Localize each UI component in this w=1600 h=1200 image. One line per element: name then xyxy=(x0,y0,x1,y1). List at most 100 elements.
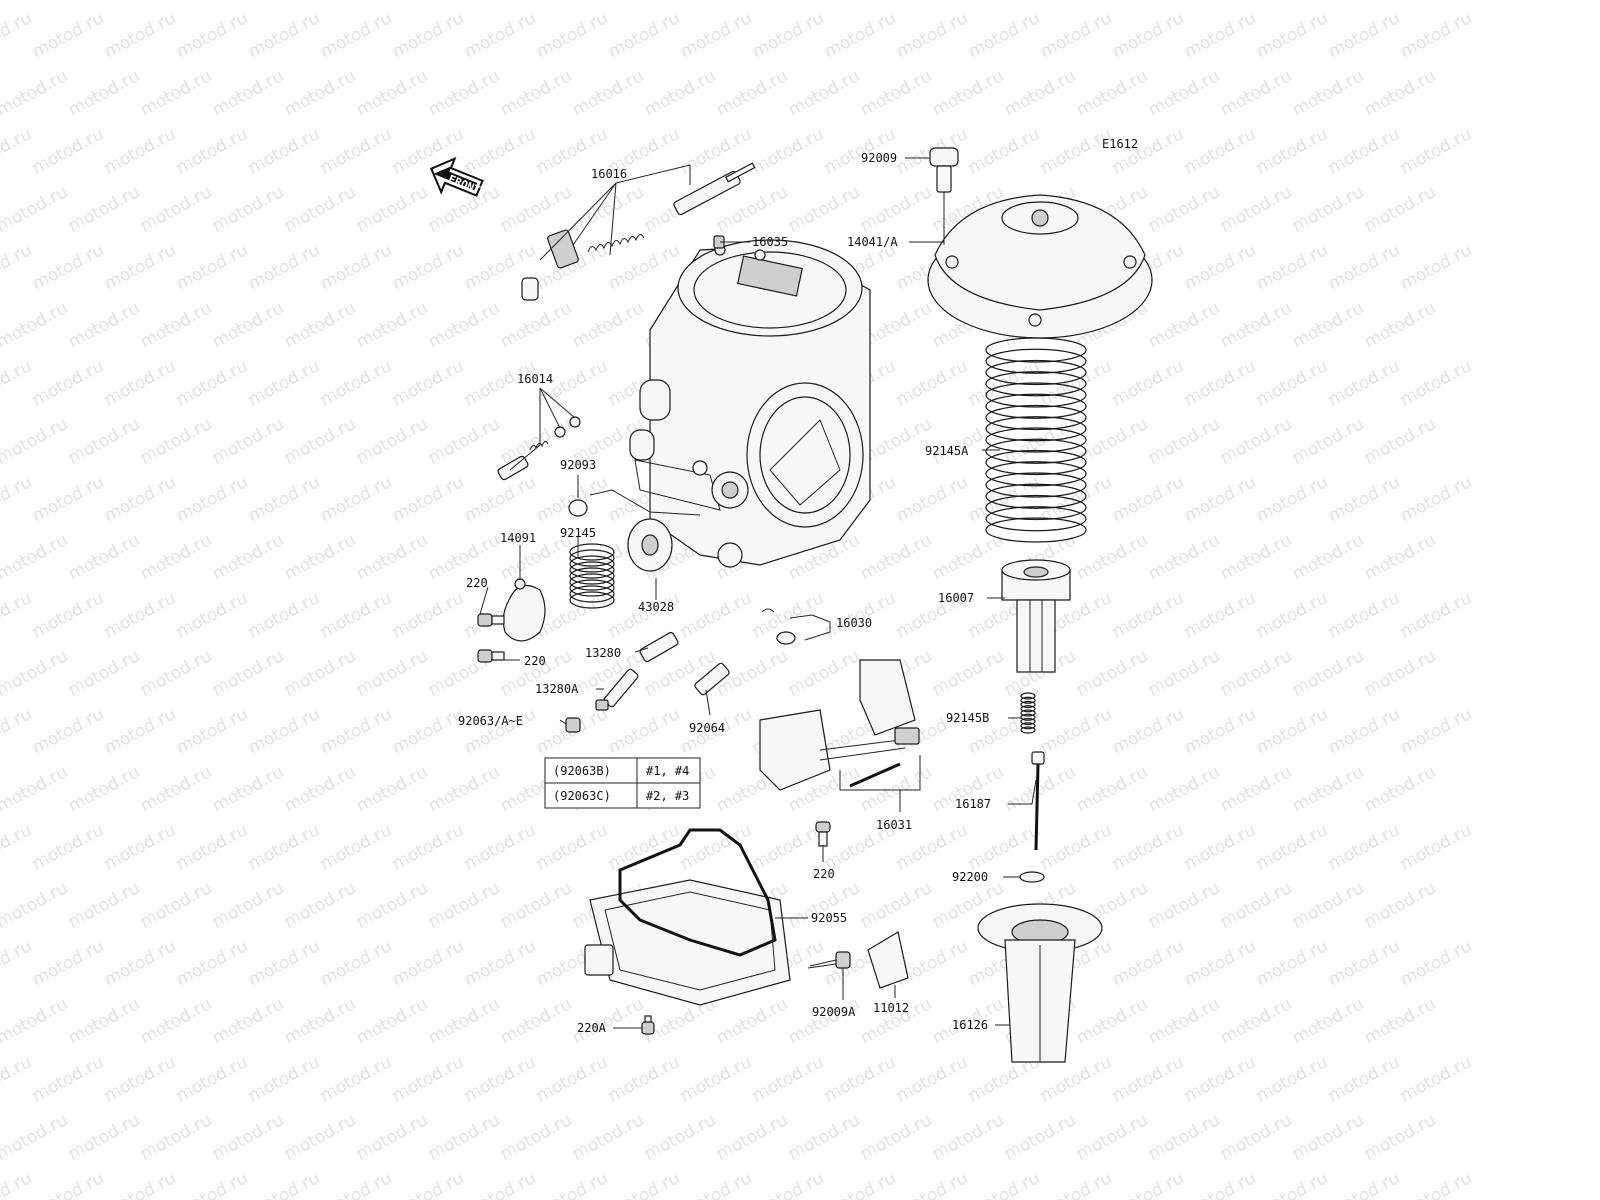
watermark-text: motod.ru xyxy=(461,8,539,62)
watermark-text: motod.ru xyxy=(245,8,323,62)
callout-220-a: 220 xyxy=(466,576,488,590)
watermark-text: motod.ru xyxy=(29,472,107,526)
watermark-text: motod.ru xyxy=(1145,646,1223,700)
callout-16030: 16030 xyxy=(836,616,872,630)
watermark-text: motod.ru xyxy=(245,240,323,294)
watermark-text: motod.ru xyxy=(0,530,71,584)
watermark-text: motod.ru xyxy=(497,1110,575,1164)
watermark-text: motod.ru xyxy=(137,414,215,468)
watermark-text: motod.ru xyxy=(65,66,143,120)
watermark-text: motod.ru xyxy=(497,298,575,352)
carburetor-body-part xyxy=(629,239,871,568)
clip-16030-part xyxy=(761,608,796,645)
watermark-text: motod.ru xyxy=(1397,240,1475,294)
watermark-text: motod.ru xyxy=(0,298,71,352)
watermark-text: motod.ru xyxy=(1181,936,1259,990)
watermark-text: motod.ru xyxy=(461,704,539,758)
callout-92200: 92200 xyxy=(952,870,988,884)
watermark-text: motod.ru xyxy=(137,530,215,584)
watermark-text: motod.ru xyxy=(569,1110,647,1164)
watermark-text: motod.ru xyxy=(1145,530,1223,584)
watermark-text: motod.ru xyxy=(461,1052,539,1106)
watermark-text: motod.ru xyxy=(641,1110,719,1164)
watermark-text: motod.ru xyxy=(1397,472,1475,526)
watermark-text: motod.ru xyxy=(821,1052,899,1106)
watermark-text: motod.ru xyxy=(1289,994,1367,1048)
watermark-text: motod.ru xyxy=(137,0,215,4)
watermark-text: motod.ru xyxy=(1361,66,1439,120)
watermark-text: motod.ru xyxy=(533,472,611,526)
watermark-text: motod.ru xyxy=(1109,820,1187,874)
watermark-text: motod.ru xyxy=(173,588,251,642)
watermark-text: motod.ru xyxy=(353,0,431,4)
watermark-text: motod.ru xyxy=(29,704,107,758)
watermark-text: motod.ru xyxy=(1001,66,1079,120)
watermark-text: motod.ru xyxy=(29,8,107,62)
watermark-text: motod.ru xyxy=(137,1110,215,1164)
callout-16031: 16031 xyxy=(876,818,912,832)
watermark-text: motod.ru xyxy=(1217,414,1295,468)
watermark-text: motod.ru xyxy=(29,1168,107,1200)
watermark-text: motod.ru xyxy=(1325,936,1403,990)
watermark-text: motod.ru xyxy=(0,66,71,120)
watermark-text: motod.ru xyxy=(1217,66,1295,120)
watermark-text: motod.ru xyxy=(1217,298,1295,352)
watermark-text: motod.ru xyxy=(1073,0,1151,4)
watermark-text: motod.ru xyxy=(1181,704,1259,758)
watermark-text: motod.ru xyxy=(0,182,71,236)
watermark-text: motod.ru xyxy=(65,0,143,4)
watermark-text: motod.ru xyxy=(209,1110,287,1164)
watermark-text: motod.ru xyxy=(1361,646,1439,700)
watermark-text: motod.ru xyxy=(1361,994,1439,1048)
watermark-text: motod.ru xyxy=(569,298,647,352)
o-ring-92093-part xyxy=(568,499,588,517)
watermark-text: motod.ru xyxy=(0,762,71,816)
watermark-text: motod.ru xyxy=(1253,704,1331,758)
watermark-text: motod.ru xyxy=(533,820,611,874)
watermark-text: motod.ru xyxy=(389,472,467,526)
throttle-stop-screw-part xyxy=(521,162,756,301)
watermark-text: motod.ru xyxy=(1145,878,1223,932)
watermark-text: motod.ru xyxy=(1325,356,1403,410)
watermark-text: motod.ru xyxy=(749,1052,827,1106)
watermark-text: motod.ru xyxy=(137,182,215,236)
leader-lines xyxy=(479,157,1037,1029)
watermark-text: motod.ru xyxy=(29,936,107,990)
watermark-text: motod.ru xyxy=(1253,820,1331,874)
diaphragm-43028-part xyxy=(627,518,673,572)
watermark-text: motod.ru xyxy=(317,704,395,758)
watermark-text: motod.ru xyxy=(605,1168,683,1200)
watermark-text: motod.ru xyxy=(1289,762,1367,816)
watermark-text: motod.ru xyxy=(1361,182,1439,236)
watermark-text: motod.ru xyxy=(1073,762,1151,816)
watermark-text: motod.ru xyxy=(281,530,359,584)
watermark-text: motod.ru xyxy=(1253,472,1331,526)
watermark-text: motod.ru xyxy=(389,936,467,990)
screw-220-part xyxy=(477,613,505,663)
watermark-text: motod.ru xyxy=(425,414,503,468)
watermark-text: motod.ru xyxy=(677,820,755,874)
jet-application-table: (92063B) #1, #4 (92063C) #2, #3 xyxy=(544,757,701,809)
watermark-text: motod.ru xyxy=(389,820,467,874)
watermark-text: motod.ru xyxy=(101,588,179,642)
watermark-text: motod.ru xyxy=(389,240,467,294)
watermark-text: motod.ru xyxy=(713,994,791,1048)
watermark-text: motod.ru xyxy=(1397,1168,1475,1200)
watermark-text: motod.ru xyxy=(209,414,287,468)
watermark-text: motod.ru xyxy=(101,356,179,410)
watermark-text: motod.ru xyxy=(857,66,935,120)
watermark-text: motod.ru xyxy=(245,1168,323,1200)
watermark-text: motod.ru xyxy=(0,646,71,700)
table-code-2: (92063C) xyxy=(553,789,611,803)
callout-92145: 92145 xyxy=(560,526,596,540)
watermark-text: motod.ru xyxy=(353,878,431,932)
watermark-text: motod.ru xyxy=(281,646,359,700)
watermark-text: motod.ru xyxy=(785,1110,863,1164)
watermark-text: motod.ru xyxy=(1397,936,1475,990)
watermark-text: motod.ru xyxy=(929,1110,1007,1164)
watermark-text: motod.ru xyxy=(101,1168,179,1200)
watermark-text: motod.ru xyxy=(1397,820,1475,874)
watermark-text: motod.ru xyxy=(461,820,539,874)
watermark-text: motod.ru xyxy=(353,1110,431,1164)
watermark-text: motod.ru xyxy=(29,588,107,642)
